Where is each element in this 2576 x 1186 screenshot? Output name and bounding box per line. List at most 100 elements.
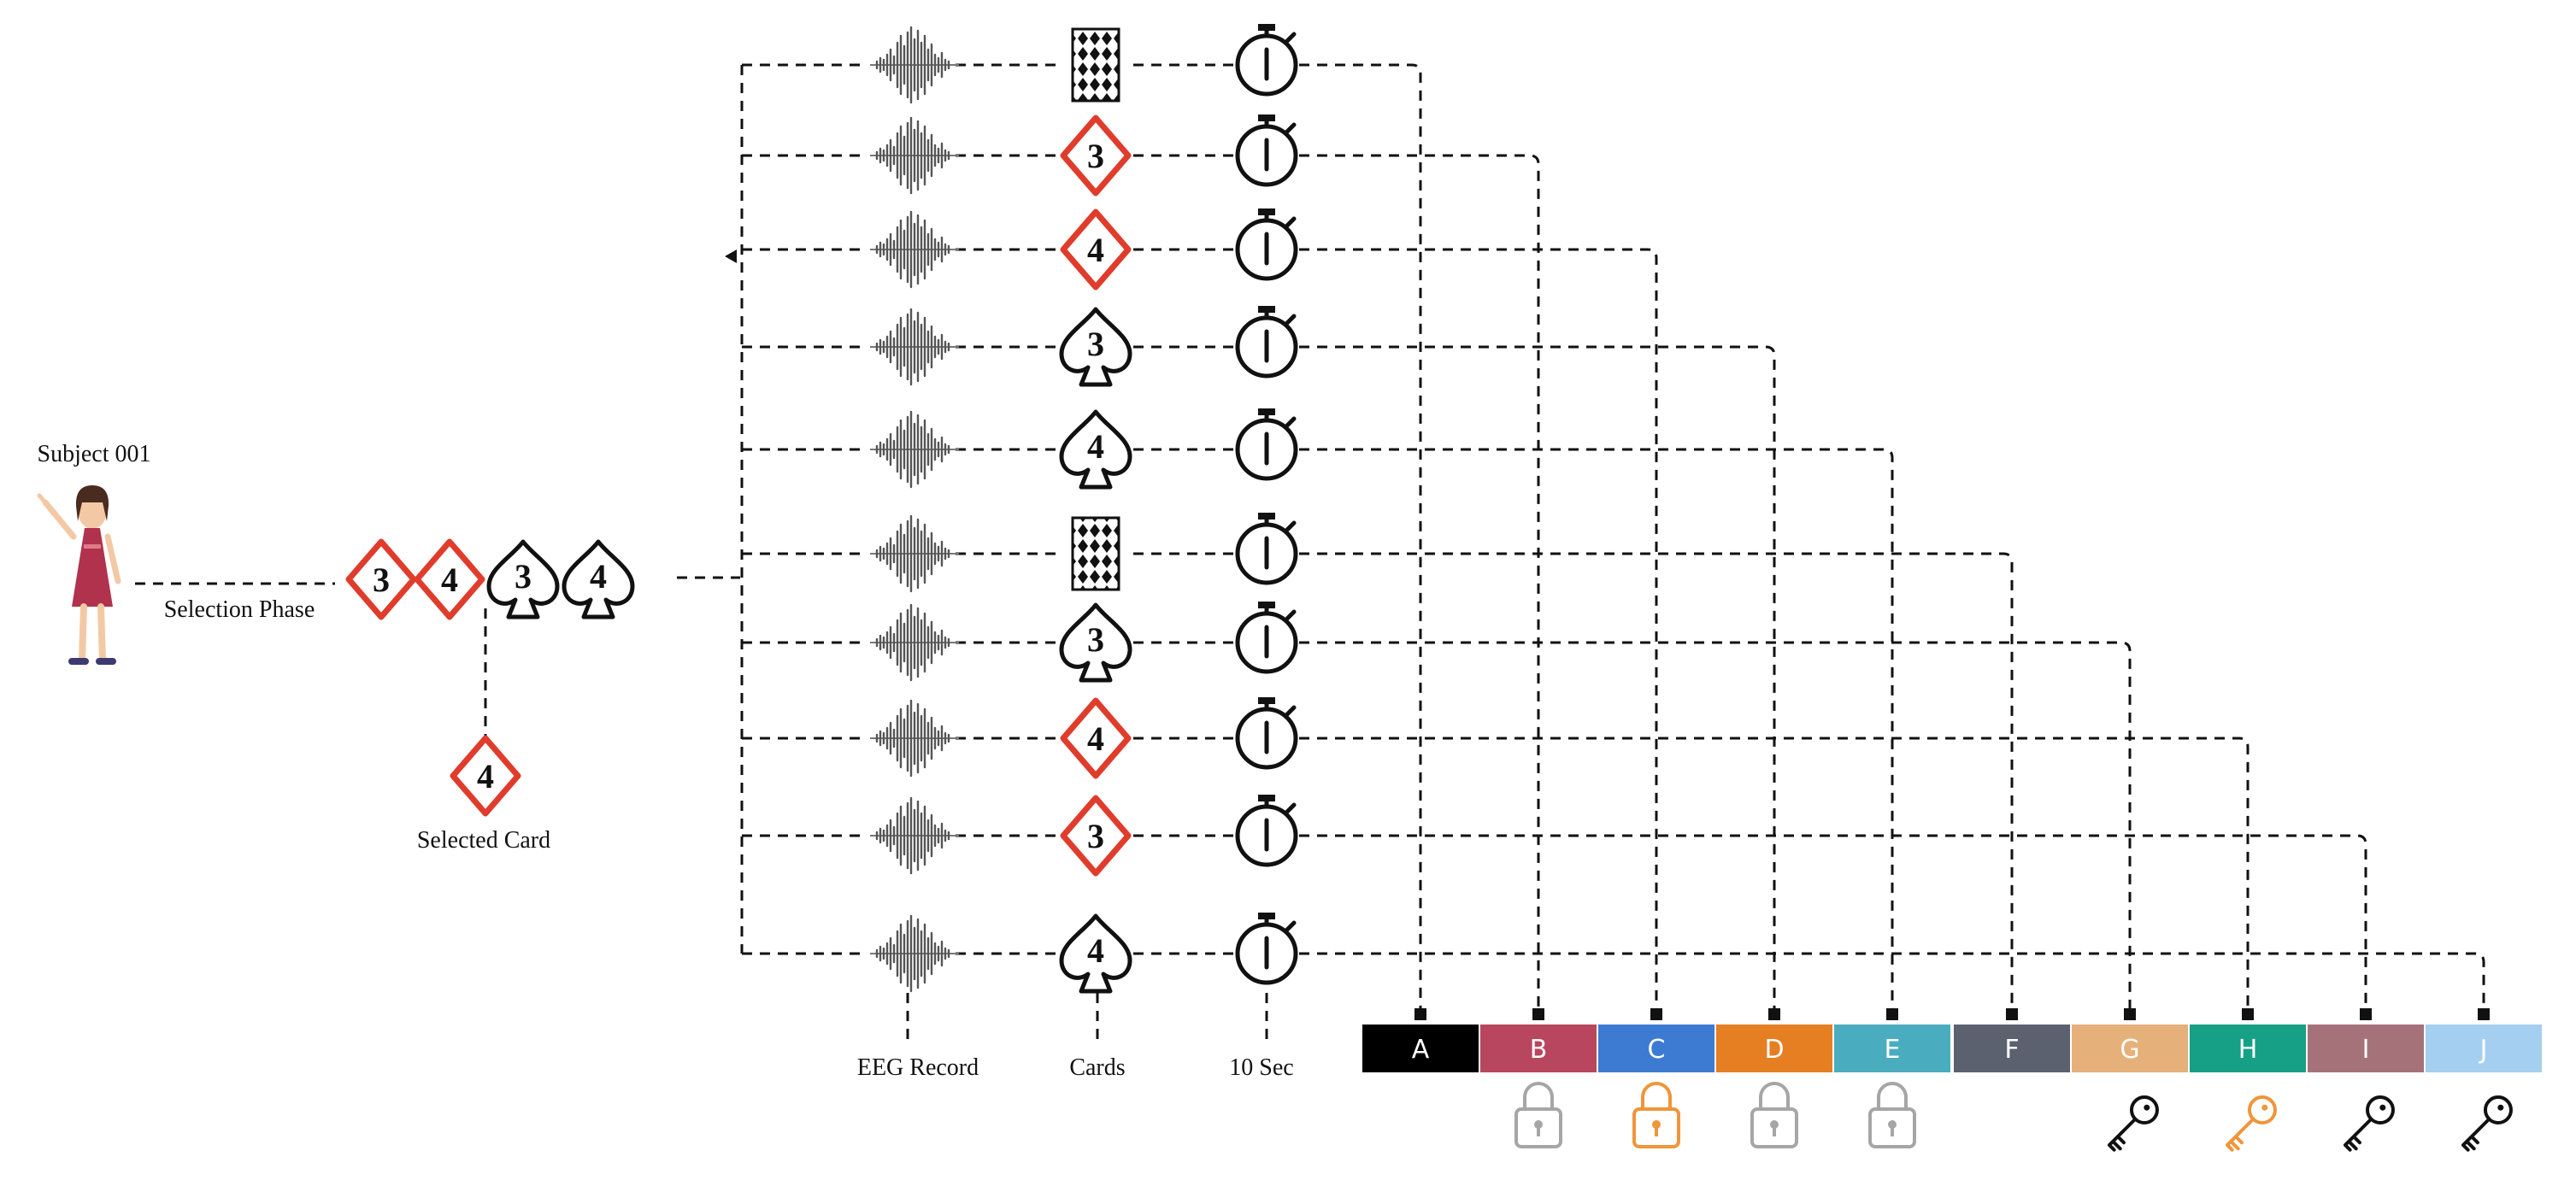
- bin-label: I: [2362, 1035, 2370, 1065]
- bin-label: A: [1412, 1035, 1430, 1065]
- bin-label: G: [2120, 1035, 2139, 1065]
- eeg-waveform-icon: [870, 26, 959, 104]
- card-rank: 4: [590, 557, 607, 596]
- bin-label: H: [2238, 1035, 2258, 1065]
- hand-card: 3: [345, 538, 417, 620]
- card-rank: 4: [441, 561, 458, 599]
- bin-j: J: [2424, 1008, 2544, 1152]
- stopwatch-icon: [1235, 913, 1298, 985]
- trial-row: 4: [742, 913, 2485, 1008]
- stopwatch-icon: [1235, 306, 1298, 379]
- bin-label: E: [1885, 1035, 1901, 1065]
- card-back: [1071, 516, 1120, 591]
- card-rank: 3: [1087, 325, 1104, 363]
- bin-e: E: [1832, 1008, 1952, 1148]
- bin-a: A: [1361, 1008, 1480, 1074]
- bin-d: D: [1714, 1008, 1834, 1148]
- cards-label: Cards: [1069, 1054, 1125, 1081]
- stopwatch-icon: [1235, 697, 1298, 770]
- bin-g: G: [2070, 1008, 2190, 1152]
- bin-marker: [2124, 1008, 2136, 1020]
- stopwatch-icon: [1235, 795, 1298, 867]
- lock-icon: [1750, 1082, 1798, 1148]
- trial-row: 3: [742, 602, 2132, 1008]
- stopwatch-icon: [1235, 208, 1298, 281]
- stopwatch-icon: [1235, 513, 1298, 585]
- card-rank: 4: [477, 757, 494, 796]
- eeg-waveform-icon: [870, 308, 959, 386]
- lock-icon: [1868, 1082, 1916, 1148]
- eeg-waveform-icon: [870, 796, 959, 875]
- bin-label: B: [1530, 1035, 1548, 1065]
- bin-h: H: [2188, 1008, 2308, 1152]
- card-rank: 4: [1087, 231, 1104, 269]
- lock-icon: [1514, 1082, 1562, 1148]
- bin-marker: [1768, 1008, 1780, 1020]
- trial-row: [742, 24, 1422, 1008]
- eeg-record-label: EEG Record: [857, 1054, 979, 1081]
- hand-card: 4: [562, 539, 635, 619]
- bin-f: F: [1952, 1008, 2072, 1074]
- bin-i: I: [2306, 1008, 2426, 1152]
- bin-label: D: [1764, 1035, 1784, 1065]
- key-icon: [2461, 1095, 2513, 1152]
- bin-strip: A B C D E F G H I J: [1361, 1008, 2544, 1152]
- card-rank: 4: [1087, 931, 1104, 970]
- key-icon: [2343, 1095, 2395, 1152]
- card-rank: 4: [1087, 427, 1104, 466]
- trial-row: 4: [742, 697, 2250, 1008]
- bin-marker: [1650, 1008, 1662, 1020]
- trial-card: 3: [1059, 602, 1132, 683]
- bin-marker: [1414, 1008, 1426, 1020]
- trial-card: 4: [1059, 913, 1132, 994]
- key-icon: [2225, 1095, 2277, 1152]
- trial-card: 4: [1060, 697, 1132, 779]
- trial-card: 4: [1059, 409, 1132, 490]
- ten-sec-label: 10 Sec: [1229, 1054, 1293, 1081]
- bin-marker: [2478, 1008, 2490, 1020]
- eeg-waveform-icon: [870, 210, 959, 289]
- trial-card: 4: [1060, 208, 1132, 291]
- bin-c: C: [1597, 1008, 1716, 1148]
- trial-row: [742, 513, 2014, 1008]
- selected-card: 4: [450, 735, 521, 817]
- trial-row: 3: [742, 114, 1540, 1008]
- selected-card-diamond: 4: [450, 735, 521, 817]
- trial-card: 3: [1060, 114, 1132, 197]
- subject-label: Subject 001: [38, 441, 151, 467]
- bin-label: C: [1648, 1035, 1666, 1065]
- card-rank: 3: [515, 557, 532, 596]
- card-back: [1071, 27, 1120, 103]
- card-rank: 3: [1087, 817, 1104, 855]
- bracket-arrow-icon: [725, 250, 737, 263]
- selection-phase-label: Selection Phase: [164, 596, 315, 623]
- eeg-waveform-icon: [870, 699, 959, 778]
- trial-card: 3: [1060, 795, 1132, 877]
- stopwatch-icon: [1235, 602, 1298, 674]
- bin-b: B: [1479, 1008, 1598, 1148]
- bin-marker: [2006, 1008, 2018, 1020]
- hand-card: 4: [414, 538, 485, 620]
- hand-card: 3: [486, 539, 560, 619]
- trial-row: 3: [742, 306, 1776, 1008]
- trial-row: 4: [742, 408, 1894, 1008]
- selected-card-label: Selected Card: [417, 827, 550, 854]
- bin-marker: [1532, 1008, 1544, 1020]
- card-rank: 3: [1087, 137, 1104, 175]
- eeg-waveform-icon: [870, 410, 959, 489]
- bin-marker: [2360, 1008, 2372, 1020]
- bin-marker: [1886, 1008, 1898, 1020]
- eeg-waveform-icon: [870, 514, 959, 593]
- eeg-waveform-icon: [870, 116, 959, 195]
- eeg-waveform-icon: [870, 603, 959, 682]
- card-rank: 4: [1087, 719, 1104, 758]
- bin-label: J: [2479, 1035, 2488, 1065]
- eeg-waveform-icon: [870, 914, 959, 993]
- trial-rows: 3 4 3 4 3 4 3 4: [725, 24, 2485, 1008]
- bin-label: F: [2004, 1035, 2019, 1065]
- trial-card: 3: [1059, 307, 1132, 387]
- trial-row: 3: [742, 795, 2367, 1008]
- stopwatch-icon: [1235, 24, 1298, 97]
